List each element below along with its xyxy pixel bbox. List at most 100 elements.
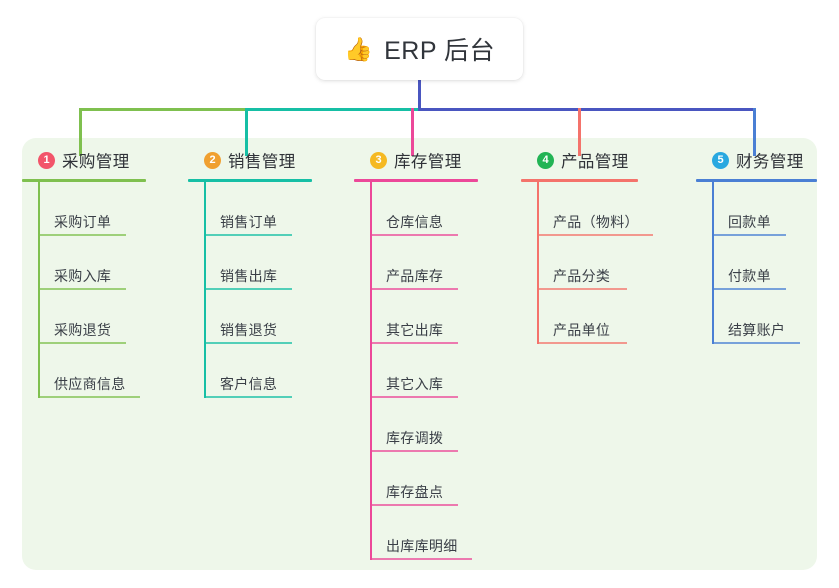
list-item-label: 出库库明细 [386, 538, 458, 554]
column-spine-product [537, 182, 539, 344]
list-item[interactable]: 仓库信息 [354, 182, 478, 236]
list-item[interactable]: 采购退货 [22, 290, 146, 344]
column-sales: 2 销售管理销售订单销售出库销售退货客户信息 [188, 148, 312, 398]
list-item[interactable]: 库存盘点 [354, 452, 478, 506]
list-item[interactable]: 采购入库 [22, 236, 146, 290]
column-header-inventory[interactable]: 3 库存管理 [354, 148, 478, 172]
column-badge-purchase: 1 [38, 151, 55, 169]
list-item-label: 供应商信息 [54, 376, 126, 392]
list-item-label: 采购退货 [54, 322, 112, 338]
column-title-sales: 销售管理 [228, 153, 296, 171]
column-header-product[interactable]: 4 产品管理 [521, 148, 639, 172]
list-item-label: 销售退货 [220, 322, 278, 338]
column-items-product: 产品（物料） 产品分类产品单位 [521, 182, 653, 344]
list-item[interactable]: 出库库明细 [354, 506, 478, 560]
list-item-rule [712, 342, 800, 344]
column-product: 4 产品管理产品（物料） 产品分类产品单位 [521, 148, 653, 344]
diagram-panel [22, 138, 817, 570]
list-item[interactable]: 销售退货 [188, 290, 312, 344]
list-item-rule [204, 342, 292, 344]
list-item[interactable]: 供应商信息 [22, 344, 146, 398]
connector-bar-indigo [418, 108, 756, 111]
list-item-label: 其它出库 [386, 322, 444, 338]
list-item-rule [38, 234, 126, 236]
column-items-inventory: 仓库信息产品库存其它出库其它入库库存调拨库存盘点出库库明细 [354, 182, 478, 560]
column-title-finance: 财务管理 [736, 153, 804, 171]
column-header-finance[interactable]: 5 财务管理 [696, 148, 817, 172]
list-item[interactable]: 付款单 [696, 236, 817, 290]
column-header-rule-inventory [354, 179, 478, 182]
list-item-rule [370, 504, 458, 506]
list-item-rule [38, 396, 140, 398]
list-item-rule [38, 288, 126, 290]
list-item[interactable]: 回款单 [696, 182, 817, 236]
root-node[interactable]: 👍 ERP 后台 [316, 18, 523, 80]
list-item-label: 其它入库 [386, 376, 444, 392]
connector-drop-4 [578, 108, 581, 156]
list-item-label: 产品单位 [553, 322, 611, 338]
column-title-purchase: 采购管理 [62, 153, 130, 171]
column-header-sales[interactable]: 2 销售管理 [188, 148, 312, 172]
list-item-rule [712, 234, 786, 236]
list-item-rule [204, 234, 292, 236]
column-purchase: 1 采购管理采购订单采购入库采购退货供应商信息 [22, 148, 146, 398]
list-item[interactable]: 采购订单 [22, 182, 146, 236]
list-item-label: 产品库存 [386, 268, 444, 284]
list-item-rule [370, 558, 472, 560]
column-badge-sales: 2 [204, 151, 221, 169]
connector-drop-2 [245, 108, 248, 156]
list-item-rule [537, 288, 627, 290]
column-badge-inventory: 3 [370, 151, 387, 169]
list-item[interactable]: 客户信息 [188, 344, 312, 398]
list-item-label: 库存调拨 [386, 430, 444, 446]
connector-root-stem [418, 80, 421, 110]
list-item-label: 库存盘点 [386, 484, 444, 500]
list-item[interactable]: 其它入库 [354, 344, 478, 398]
list-item-label: 采购入库 [54, 268, 112, 284]
connector-drop-1 [79, 108, 82, 156]
column-header-purchase[interactable]: 1 采购管理 [22, 148, 146, 172]
list-item-rule [370, 342, 458, 344]
list-item-label: 采购订单 [54, 214, 112, 230]
list-item-label: 回款单 [728, 214, 771, 230]
column-spine-sales [204, 182, 206, 398]
list-item[interactable]: 销售订单 [188, 182, 312, 236]
column-items-purchase: 采购订单采购入库采购退货供应商信息 [22, 182, 146, 398]
list-item[interactable]: 产品库存 [354, 236, 478, 290]
list-item[interactable]: 库存调拨 [354, 398, 478, 452]
list-item[interactable]: 产品（物料） [521, 182, 653, 236]
list-item[interactable]: 结算账户 [696, 290, 817, 344]
list-item[interactable]: 其它出库 [354, 290, 478, 344]
list-item[interactable]: 销售出库 [188, 236, 312, 290]
root-title: ERP 后台 [384, 37, 496, 65]
list-item-rule [204, 396, 292, 398]
list-item-label: 销售出库 [220, 268, 278, 284]
column-spine-inventory [370, 182, 372, 560]
connector-bar-teal [245, 108, 420, 111]
list-item-label: 销售订单 [220, 214, 278, 230]
column-spine-finance [712, 182, 714, 344]
list-item-label: 仓库信息 [386, 214, 444, 230]
connector-drop-5 [753, 108, 756, 156]
list-item-rule [370, 288, 458, 290]
list-item-label: 客户信息 [220, 376, 278, 392]
list-item[interactable]: 产品分类 [521, 236, 639, 290]
list-item-rule [204, 288, 292, 290]
list-item-rule [370, 396, 458, 398]
list-item-rule [38, 342, 126, 344]
list-item-rule [537, 342, 627, 344]
column-inventory: 3 库存管理仓库信息产品库存其它出库其它入库库存调拨库存盘点出库库明细 [354, 148, 478, 560]
list-item-label: 付款单 [728, 268, 771, 284]
list-item-rule [712, 288, 786, 290]
column-badge-finance: 5 [712, 151, 729, 169]
thumbs-up-icon: 👍 [343, 35, 374, 62]
column-items-sales: 销售订单销售出库销售退货客户信息 [188, 182, 312, 398]
column-header-rule-finance [696, 179, 817, 182]
column-badge-product: 4 [537, 151, 554, 169]
column-title-inventory: 库存管理 [394, 153, 462, 171]
column-title-product: 产品管理 [561, 153, 629, 171]
list-item-label: 产品（物料） [553, 214, 639, 230]
list-item[interactable]: 产品单位 [521, 290, 639, 344]
column-header-rule-product [521, 179, 638, 182]
list-item-label: 结算账户 [728, 322, 786, 338]
